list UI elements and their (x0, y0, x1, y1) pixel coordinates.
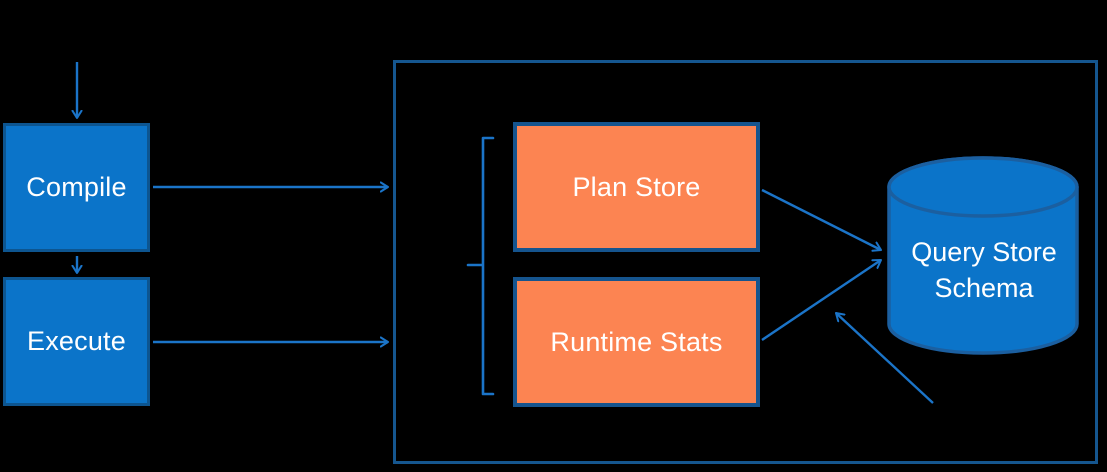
query-store-container (393, 60, 1098, 464)
plan-store-node: Plan Store (513, 122, 760, 252)
bracket (466, 136, 495, 396)
arrow-plan-store-to-schema (761, 188, 881, 250)
arrow-annotation (836, 313, 934, 404)
execute-node: Execute (3, 277, 150, 406)
query-store-schema-label: Query Store Schema (911, 237, 1057, 303)
database-cylinder-icon (887, 156, 1079, 355)
arrow-runtime-stats-to-schema (761, 260, 881, 341)
runtime-stats-node: Runtime Stats (513, 277, 760, 407)
compile-node: Compile (3, 123, 150, 252)
